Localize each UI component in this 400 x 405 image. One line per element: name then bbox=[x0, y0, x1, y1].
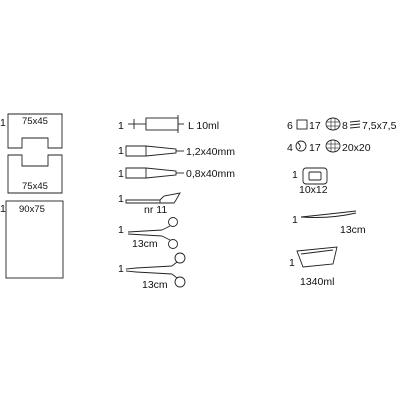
tray-qty: 1 bbox=[289, 257, 295, 269]
scissors-label: 13cm bbox=[132, 238, 158, 250]
swab-row-n1: 17 bbox=[309, 142, 321, 154]
forceps-qty: 1 bbox=[292, 214, 298, 226]
dressing-size: 10x12 bbox=[299, 184, 328, 196]
compress-pad-icon bbox=[325, 139, 341, 153]
fenestrated-drape-top bbox=[7, 113, 63, 149]
gauze-row-size: 7,5x7,5 bbox=[362, 120, 397, 132]
forceps-label: 13cm bbox=[340, 224, 366, 236]
syringe-qty: 1 bbox=[118, 120, 124, 132]
gauze-row-n1: 17 bbox=[309, 120, 321, 132]
forceps-icon bbox=[300, 210, 357, 218]
needle-2-icon bbox=[125, 167, 184, 179]
needle-2-label: 0,8x40mm bbox=[186, 168, 235, 180]
plain-drape-size: 90x75 bbox=[19, 204, 45, 215]
needle-holder-label: 13cm bbox=[142, 279, 168, 291]
swab-row-qty: 4 bbox=[287, 142, 293, 154]
gauze-strip-icon bbox=[349, 120, 361, 129]
gauze-row-qty: 6 bbox=[287, 120, 293, 132]
needle-1-icon bbox=[125, 145, 184, 157]
plain-drape-qty: 1 bbox=[0, 203, 6, 215]
syringe-icon bbox=[128, 115, 184, 133]
gauze-row-n2: 8 bbox=[342, 120, 348, 132]
gauze-square-icon bbox=[296, 119, 308, 130]
scalpel-label: nr 11 bbox=[144, 204, 167, 216]
swab-row-size: 20x20 bbox=[342, 142, 371, 154]
needle-holder-icon bbox=[125, 252, 186, 288]
needle-1-qty: 1 bbox=[118, 145, 124, 157]
dressing-qty: 1 bbox=[292, 169, 298, 181]
needle-holder-qty: 1 bbox=[118, 263, 124, 275]
needle-1-label: 1,2x40mm bbox=[186, 146, 235, 158]
needle-2-qty: 1 bbox=[118, 168, 124, 180]
fenestrated-drape-qty: 1 bbox=[0, 117, 6, 129]
fenestrated-drape-size-top: 75x45 bbox=[22, 116, 48, 127]
scissors-qty: 1 bbox=[118, 224, 124, 236]
fenestrated-drape-bottom bbox=[7, 154, 63, 194]
fenestrated-drape-size-bottom: 75x45 bbox=[22, 181, 48, 192]
tray-label: 1340ml bbox=[300, 276, 334, 288]
tray-icon bbox=[296, 246, 338, 268]
wound-dressing-icon bbox=[302, 167, 328, 185]
scissors-icon bbox=[127, 217, 178, 249]
scalpel-qty: 1 bbox=[118, 193, 124, 205]
plain-drape bbox=[5, 200, 64, 279]
syringe-label: L 10ml bbox=[188, 120, 219, 132]
scalpel-icon bbox=[125, 192, 181, 204]
swab-icon bbox=[295, 140, 307, 152]
gauze-pad-icon bbox=[325, 117, 341, 131]
